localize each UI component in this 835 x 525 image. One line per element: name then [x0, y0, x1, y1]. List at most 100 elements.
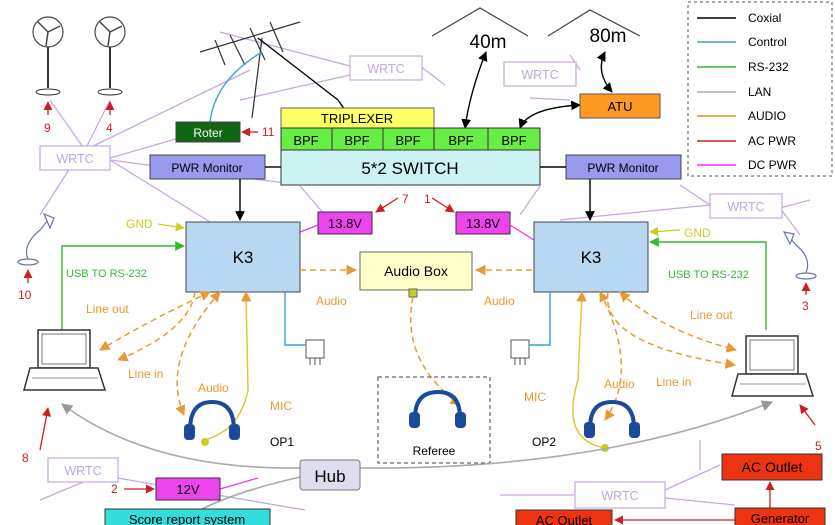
- rs232-left: [61, 241, 185, 330]
- gnd-right-line: [649, 226, 681, 236]
- atu-box: [579, 93, 661, 119]
- line-out-left-label: Line out: [86, 302, 129, 316]
- bpf-label: BPF: [293, 133, 318, 148]
- dc-13v8-right-label: 13.8V: [466, 216, 500, 231]
- roter-control-line: [209, 51, 263, 123]
- marker-number: 7: [402, 192, 409, 206]
- wrtc-label: WRTC: [601, 489, 638, 503]
- hub-box: [299, 459, 361, 491]
- legend: Coxial Control RS-232 LAN AUDIO AC PWR D…: [697, 11, 797, 172]
- marker-number: 4: [106, 121, 113, 135]
- legend-item: RS-232: [697, 60, 789, 74]
- audio-label: Audio: [198, 381, 229, 395]
- roter-box: [175, 121, 241, 143]
- coax-atu: [518, 100, 581, 129]
- roter-label: Roter: [193, 126, 222, 140]
- fan-left: [32, 16, 64, 96]
- svg-text:AUDIO: AUDIO: [748, 109, 786, 123]
- fan-right: [94, 16, 126, 96]
- marker-number: 11: [262, 125, 275, 139]
- yagi-antenna: [199, 21, 346, 119]
- pwr-monitor-left: [149, 154, 266, 180]
- ac-outlet-right-label: AC Outlet: [742, 459, 803, 475]
- k3-left: [185, 221, 301, 293]
- referee-box: [377, 376, 491, 464]
- marker-arrow: [431, 197, 455, 213]
- svg-text:AC PWR: AC PWR: [748, 134, 796, 148]
- headphones-referee: [409, 389, 466, 428]
- marker-number: 9: [44, 121, 51, 135]
- legend-box: [687, 1, 833, 177]
- usb-left-label: USB TO RS-232: [66, 268, 147, 280]
- rs232-right: [649, 237, 767, 330]
- svg-text:Coxial: Coxial: [748, 11, 781, 25]
- coax-40m: [461, 51, 488, 129]
- control-line-right: [529, 292, 551, 346]
- mic-right-label: MIC: [524, 390, 546, 404]
- generator-box: [734, 507, 826, 525]
- svg-text:RS-232: RS-232: [748, 60, 789, 74]
- control-line-left: [284, 292, 306, 346]
- k3-left-label: K3: [233, 248, 254, 267]
- ac-outlet-bottom-label: AC Outlet: [536, 513, 593, 525]
- audio-label: Audio: [604, 377, 635, 391]
- audio-box-label: Audio Box: [384, 263, 448, 279]
- pwr-monitor-left-label: PWR Monitor: [171, 161, 242, 175]
- key-left: [305, 339, 325, 365]
- pwr-monitor-right: [565, 154, 682, 180]
- marker-number: 5: [815, 439, 822, 453]
- k3-right: [533, 221, 649, 293]
- bpf-label: BPF: [501, 133, 526, 148]
- svg-text:Control: Control: [748, 35, 787, 49]
- marker-number: 8: [22, 451, 29, 465]
- lamp-right: [782, 231, 817, 280]
- bpf-label: BPF: [448, 133, 473, 148]
- marker-arrow: [799, 404, 816, 426]
- legend-item: Coxial: [697, 11, 781, 25]
- line-out-right-label: Line out: [690, 308, 733, 322]
- wrtc-label: WRTC: [521, 68, 558, 82]
- lan-wiring: [61, 400, 774, 511]
- legend-item: LAN: [697, 85, 771, 99]
- audio-wiring: [99, 264, 738, 421]
- line-in-left-label: Line in: [128, 367, 163, 381]
- legend-item: DC PWR: [697, 158, 797, 172]
- mic-line-right: [572, 290, 606, 449]
- audio-box: [359, 251, 473, 291]
- headphones-op1: [184, 399, 240, 446]
- dc-line: [219, 477, 259, 490]
- laptop-left: [23, 329, 107, 391]
- band-40m-label: 40m: [470, 32, 507, 53]
- antenna-40m: [431, 7, 529, 37]
- op1-label: OP1: [270, 435, 294, 449]
- marker-numbers: 1 2 3 4 5 7 8 9 10 11: [18, 121, 822, 496]
- bpf-row: BPF BPF BPF BPF BPF: [280, 127, 541, 151]
- svg-text:LAN: LAN: [748, 85, 771, 99]
- line-in-right-label: Line in: [656, 375, 691, 389]
- mic-left-label: MIC: [270, 399, 292, 413]
- score-label: Score report system: [129, 512, 245, 525]
- bpf-label: BPF: [344, 133, 369, 148]
- audio-label: Audio: [484, 294, 515, 308]
- triplexer-label: TRIPLEXER: [321, 111, 393, 126]
- generator-label: Generator: [751, 511, 810, 525]
- hub-label: Hub: [314, 467, 345, 486]
- op2-label: OP2: [532, 435, 556, 449]
- gnd-right-label: GND: [684, 226, 711, 240]
- coax-80m: [596, 51, 613, 93]
- wrtc-label: WRTC: [56, 152, 93, 166]
- k3-right-label: K3: [581, 248, 602, 267]
- usb-right-label: USB TO RS-232: [668, 269, 749, 281]
- bpf-label: BPF: [395, 133, 420, 148]
- gnd-left-label: GND: [126, 217, 153, 231]
- legend-item: AC PWR: [697, 134, 796, 148]
- dc-line: [299, 224, 319, 233]
- marker-arrow: [39, 407, 51, 451]
- dc-12v-label: 12V: [176, 482, 199, 497]
- wrtc-label: WRTC: [727, 200, 764, 214]
- key-right: [510, 339, 530, 365]
- dc-line: [509, 224, 535, 241]
- audio-box-jack: [408, 288, 418, 298]
- marker-number: 10: [18, 288, 32, 302]
